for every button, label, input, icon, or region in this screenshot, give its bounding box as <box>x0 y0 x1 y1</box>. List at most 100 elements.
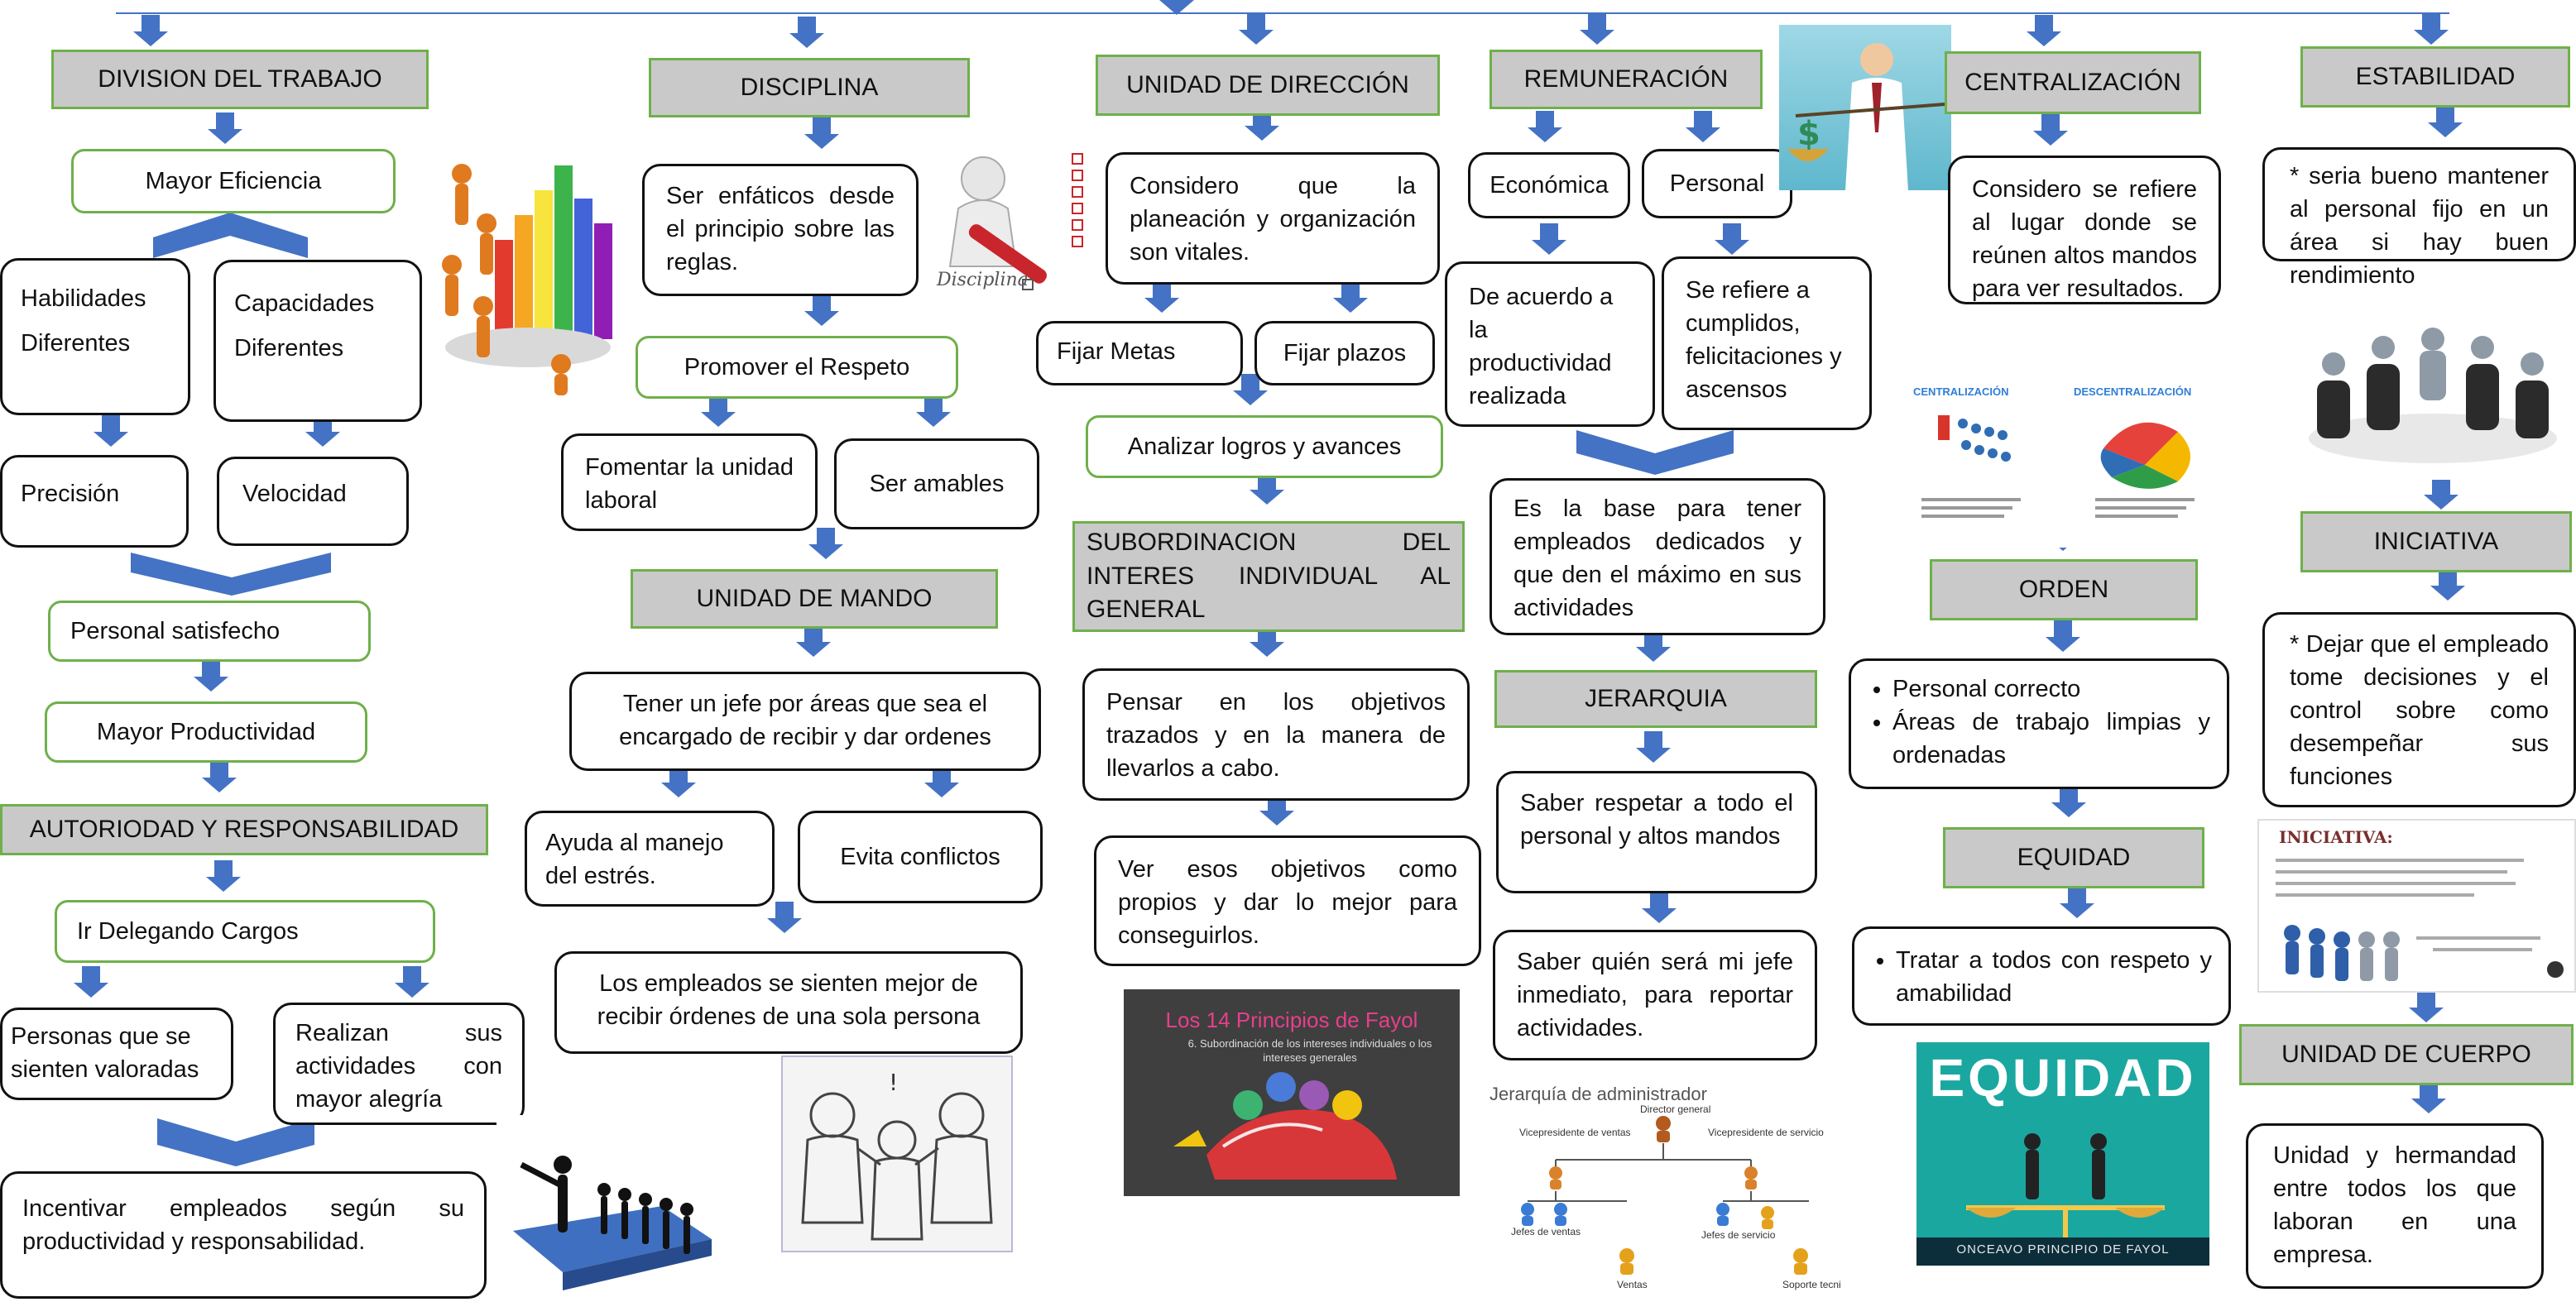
equidad-header: EQUIDAD <box>1943 827 2204 888</box>
svg-text:$: $ <box>1797 115 1820 153</box>
arrow-icon <box>2414 13 2449 45</box>
meeting-chairs-icon <box>2309 328 2557 463</box>
economica-box: Económica <box>1468 152 1630 218</box>
box-line: Diferentes <box>234 335 344 362</box>
personas-valoradas-box: Personas que se sienten valoradas <box>0 1008 233 1100</box>
box-line: Habilidades <box>21 285 146 312</box>
unidad-hermandad-box: Unidad y hermandad entre todos los que l… <box>2246 1123 2544 1289</box>
businessman-scale-icon: $ <box>1787 43 1945 190</box>
precision-box: Precisión <box>0 455 189 548</box>
equidad-image: EQUIDAD ONCEAVO PRINCIPIO DE FAYOL <box>1916 1042 2209 1266</box>
personal-box: Personal <box>1642 149 1792 218</box>
mayor-productividad-box: Mayor Productividad <box>45 701 367 763</box>
org-l3a-label: Ventas <box>1617 1279 1648 1290</box>
quarrel-cartoon-icon: ! <box>801 1069 993 1241</box>
descentralizacion-image-label: DESCENTRALIZACIÓN <box>2074 385 2192 398</box>
subordinacion-header-text: SUBORDINACION DEL INTERES INDIVIDUAL AL … <box>1087 529 1451 624</box>
capacidades-diferentes-box: Capacidades Diferentes <box>213 260 422 422</box>
base-empleados-box: Es la base para tener empleados dedicado… <box>1489 478 1825 635</box>
arrow-icon <box>1144 281 1179 313</box>
orden-list-box: Personal correcto Áreas de trabajo limpi… <box>1849 658 2229 789</box>
arrow-icon <box>194 660 228 692</box>
evita-conflictos-box: Evita conflictos <box>798 811 1043 903</box>
arrow-icon <box>94 415 128 447</box>
arrow-icon <box>789 17 824 48</box>
arrow-icon <box>804 117 839 149</box>
arrow-icon <box>916 395 951 427</box>
list-item: Áreas de trabajo limpias y ordenadas <box>1892 706 2210 772</box>
centralizacion-image-label: CENTRALIZACIÓN <box>1913 385 2009 398</box>
leader-followers-image <box>496 1115 738 1302</box>
equidad-list: Tratar a todos con respeto y amabilidad <box>1863 944 2212 1010</box>
velocidad-box: Velocidad <box>217 457 409 546</box>
iniciativa-figures-icon <box>2276 859 2564 981</box>
arrow-icon <box>2409 991 2444 1022</box>
arrow-icon <box>1715 223 1749 255</box>
arrow-icon <box>1642 892 1677 923</box>
incentivar-empleados-box: Incentivar empleados según su productivi… <box>0 1171 487 1299</box>
analizar-logros-box: Analizar logros y avances <box>1086 415 1443 478</box>
arrow-icon <box>208 112 242 144</box>
arrow-icon <box>808 528 843 559</box>
arrow-icon <box>701 395 736 427</box>
arrow-icon <box>2424 478 2458 510</box>
org-chart-people-icon <box>1521 1116 1809 1275</box>
unidad-de-cuerpo-header: UNIDAD DE CUERPO <box>2239 1024 2574 1085</box>
meeting-image <box>2300 314 2565 480</box>
arrow-icon <box>1239 13 1274 45</box>
saber-quien-box: Saber quién será mi jefe inmediato, para… <box>1493 930 1817 1060</box>
centralizacion-image: CENTRALIZACIÓN DESCENTRALIZACIÓN <box>1897 374 2233 548</box>
arrow-icon <box>2428 106 2463 137</box>
disciplina-image: Disciplina <box>925 142 1096 304</box>
arrow-icon <box>1532 223 1566 255</box>
arrow-icon <box>2027 15 2061 46</box>
productividad-realizada-box: De acuerdo a la productividad realizada <box>1445 261 1655 427</box>
arrow-icon <box>395 966 429 998</box>
arrow-icon <box>796 625 831 657</box>
arrow-icon <box>2046 620 2080 652</box>
manejo-estres-box: Ayuda al manejo del estrés. <box>525 811 775 907</box>
arrow-icon <box>2430 569 2465 601</box>
org-chart-title: Jerarquía de administrador <box>1489 1084 1707 1104</box>
arrow-icon <box>767 902 802 933</box>
equity-scale-icon <box>1916 1133 2209 1266</box>
arrow-icon <box>1636 731 1671 763</box>
equidad-list-box: Tratar a todos con respeto y amabilidad <box>1852 926 2231 1026</box>
considero-centralizacion-box: Considero se refiere al lugar donde se r… <box>1948 156 2221 304</box>
disciplina-image-caption: Disciplina <box>937 270 1029 290</box>
merge-chevron-icon <box>157 1118 314 1166</box>
mayor-eficiencia-box: Mayor Eficiencia <box>71 149 396 213</box>
arrow-icon <box>804 294 839 326</box>
team-chart-image <box>437 116 626 397</box>
subordinacion-header: SUBORDINACION DEL INTERES INDIVIDUAL AL … <box>1072 521 1465 632</box>
box-line: Diferentes <box>21 330 131 357</box>
org-l2a-label: Jefes de ventas <box>1511 1226 1581 1237</box>
arrow-icon <box>133 15 168 46</box>
tener-un-jefe-box: Tener un jefe por áreas que sea el encar… <box>569 672 1041 771</box>
arrow-icon <box>1686 111 1720 142</box>
fayol-figures-icon <box>1173 1072 1397 1180</box>
fayol-principles-image: Los 14 Principios de Fayol 6. Subordinac… <box>1124 989 1460 1196</box>
disciplina-header: DISCIPLINA <box>649 58 970 117</box>
fijar-metas-box: Fijar Metas <box>1036 321 1243 385</box>
realizan-actividades-box: Realizan sus actividades con mayor alegr… <box>273 1003 525 1125</box>
arrow-icon <box>1333 281 1368 313</box>
fayol-image-subtitle: 6. Subordinación de los intereses indivi… <box>1187 1037 1432 1064</box>
estabilidad-box: * seria bueno mantener al personal fijo … <box>2262 147 2576 289</box>
habilidades-diferentes-box: Habilidades Diferentes <box>0 258 190 415</box>
org-l3b-label: Soporte tecni <box>1782 1279 1841 1290</box>
box-line: Capacidades <box>234 290 375 317</box>
empleados-mejor-box: Los empleados se sienten mejor de recibi… <box>554 951 1023 1054</box>
centralizacion-header: CENTRALIZACIÓN <box>1945 51 2201 114</box>
merge-chevron-icon <box>131 553 331 596</box>
money-scale-image: $ <box>1779 25 1951 190</box>
arrow-icon <box>202 761 237 792</box>
fomentar-unidad-box: Fomentar la unidad laboral <box>561 433 818 531</box>
leader-followers-icon <box>513 1156 712 1290</box>
fijar-plazos-box: Fijar plazos <box>1254 321 1435 385</box>
cumplidos-box: Se refiere a cumplidos, felicitaciones y… <box>1662 256 1872 430</box>
considero-planeacion-box: Considero que la planeación y organizaci… <box>1106 152 1440 285</box>
unidad-de-direccion-header: UNIDAD DE DIRECCIÓN <box>1096 55 1440 116</box>
disciplina-figure-icon <box>948 153 1083 290</box>
